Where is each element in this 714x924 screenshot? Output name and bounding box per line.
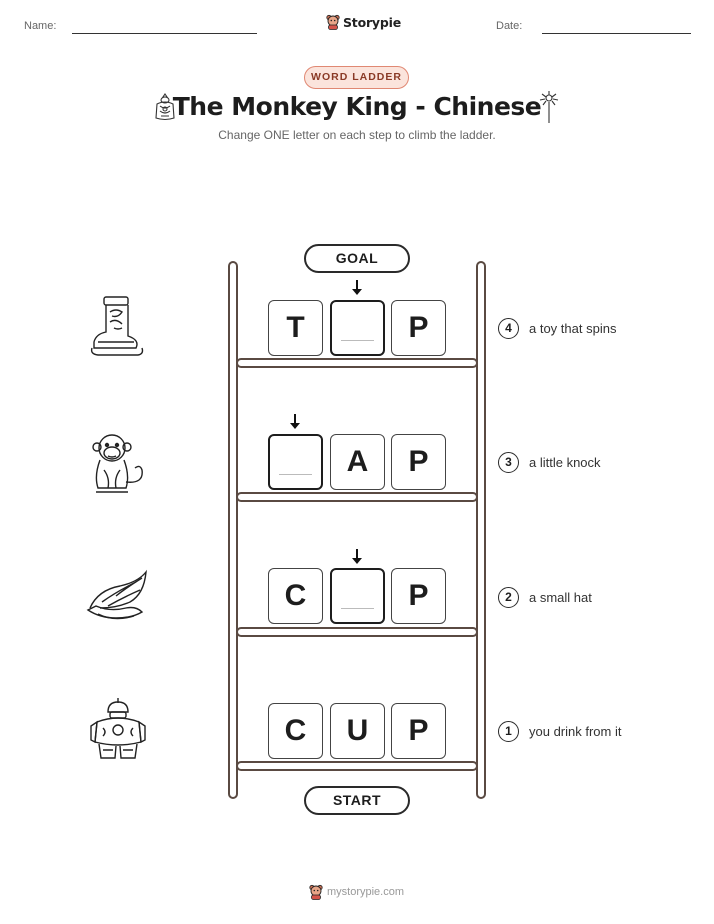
change-arrow-icon [352, 549, 362, 564]
armor-icon [90, 698, 146, 759]
ladder-step-1: C U P [268, 703, 448, 759]
start-label: START [304, 786, 410, 815]
letter-tile: A [330, 434, 385, 490]
change-arrow-icon [290, 414, 300, 429]
letter-tile: C [268, 703, 323, 759]
letter-tile: P [391, 568, 446, 624]
blank-letter-tile[interactable] [330, 568, 385, 624]
footer-url: mystorypie.com [327, 886, 405, 898]
feathered-cap-icon [86, 569, 147, 620]
ladder-right-rail [476, 261, 486, 799]
word-ladder-badge: WORD LADDER [304, 66, 409, 89]
step-number: 1 [498, 721, 519, 742]
letter-tile: C [268, 568, 323, 624]
monkey-icon [92, 434, 143, 493]
name-label: Name: [24, 20, 57, 32]
page-title: The Monkey King - Chinese [172, 92, 542, 121]
date-field[interactable] [542, 33, 691, 34]
armor-emblem-icon [155, 93, 175, 121]
name-field[interactable] [72, 33, 257, 34]
date-label: Date: [496, 20, 523, 32]
ladder-rung [236, 627, 478, 637]
letter-tile: T [268, 300, 323, 356]
letter-tile: U [330, 703, 385, 759]
ladder-step-3: A P [268, 434, 448, 490]
goal-label: GOAL [304, 244, 410, 273]
ladder-rung [236, 492, 478, 502]
letter-tile: P [391, 703, 446, 759]
ladder-rung [236, 358, 478, 368]
change-arrow-icon [352, 280, 362, 295]
clue-text: a small hat [529, 590, 592, 605]
step-number: 4 [498, 318, 519, 339]
clue-text: you drink from it [529, 724, 622, 739]
step-number: 2 [498, 587, 519, 608]
clue-text: a little knock [529, 455, 601, 470]
ladder-left-rail [228, 261, 238, 799]
boot-icon [90, 296, 144, 356]
golden-staff-icon [539, 91, 559, 123]
brand-name: Storypie [343, 14, 401, 30]
instructions: Change ONE letter on each step to climb … [218, 128, 496, 142]
ladder-rung [236, 761, 478, 771]
blank-letter-tile[interactable] [268, 434, 323, 490]
footer: mystorypie.com [309, 884, 404, 900]
clue-text: a toy that spins [529, 321, 617, 336]
ladder-step-2: C P [268, 568, 448, 624]
brand-logo: Storypie [326, 14, 401, 30]
letter-tile: P [391, 300, 446, 356]
letter-tile: P [391, 434, 446, 490]
ladder-step-4: T P [268, 300, 448, 356]
blank-letter-tile[interactable] [330, 300, 385, 356]
storypie-mascot-icon [309, 884, 323, 900]
storypie-mascot-icon [326, 14, 340, 30]
step-number: 3 [498, 452, 519, 473]
